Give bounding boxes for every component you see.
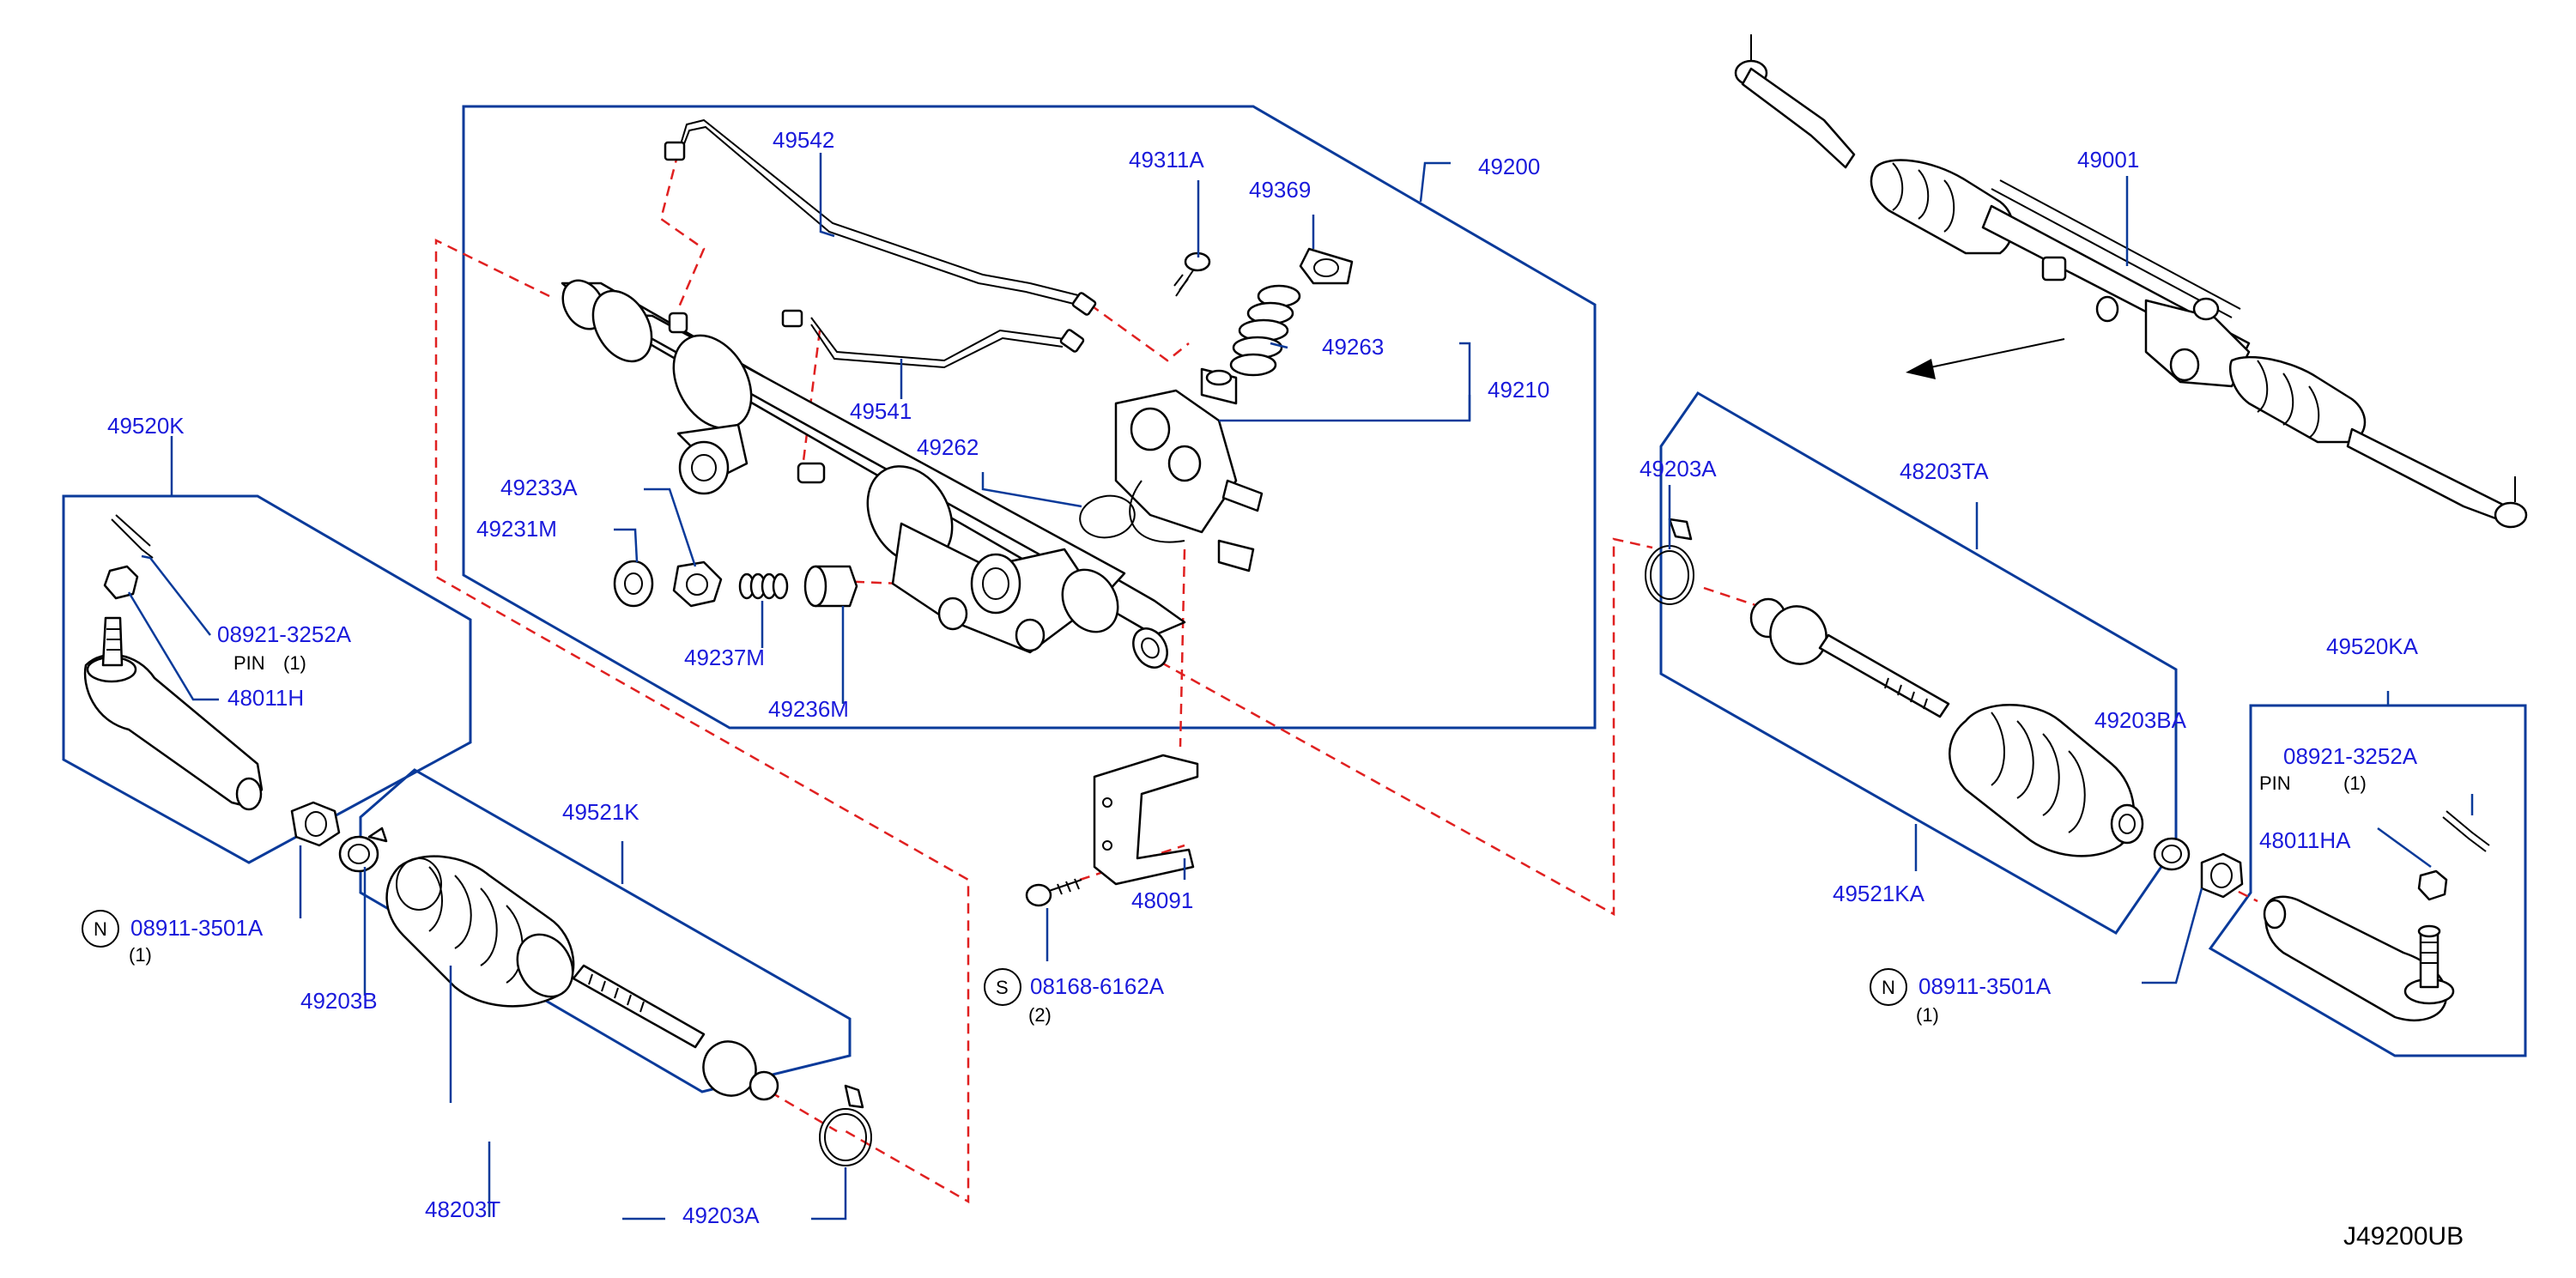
- pressure-hose-49542: [664, 118, 1097, 316]
- pin-qty-left: (1): [283, 652, 306, 674]
- label-49236m: 49236M: [768, 696, 849, 722]
- dust-boot-49263: [1229, 284, 1301, 377]
- nut-08911-3501a-right: [2200, 852, 2244, 899]
- label-48203ta: 48203TA: [1900, 458, 1989, 484]
- clamp-49203b: [338, 827, 388, 873]
- tie-rod-end-left-49520k: [83, 514, 264, 811]
- pin-08921-3252a-right: [2442, 810, 2490, 852]
- clamp-49203ba: [2153, 837, 2191, 871]
- leader-lines: [127, 153, 2474, 1220]
- label-49210: 49210: [1488, 377, 1549, 403]
- label-49262: 49262: [917, 434, 979, 460]
- label-49203a-right: 49203A: [1640, 456, 1717, 482]
- label-49001: 49001: [2077, 147, 2139, 173]
- label-49203a-left: 49203A: [682, 1202, 760, 1228]
- label-49369: 49369: [1249, 177, 1311, 203]
- n-symbol-left: [82, 910, 119, 948]
- inner-tie-rod-48203t: [572, 964, 779, 1101]
- diagram-id: J49200UB: [2343, 1222, 2464, 1251]
- label-49520k: 49520K: [107, 413, 185, 439]
- label-49521k: 49521K: [562, 799, 639, 825]
- inner-tie-rod-48203ta: [1749, 597, 1950, 718]
- bolt-49311a: [1173, 251, 1211, 297]
- label-08911-3501a-left: 08911-3501A: [130, 915, 264, 941]
- label-48203t: 48203T: [425, 1196, 500, 1222]
- n-symbol-right: [1870, 968, 1907, 1006]
- s-symbol: [984, 968, 1021, 1006]
- dash-sensor-to-bracket: [1179, 548, 1186, 748]
- frame-49521k-boot-left: [359, 768, 852, 1093]
- dash-hose-upper: [659, 152, 706, 310]
- plug-49236m: [803, 565, 858, 608]
- return-hose-49541: [781, 309, 1085, 369]
- label-48011ha: 48011HA: [2259, 827, 2351, 853]
- boot-49521ka: [1949, 704, 2144, 857]
- tie-rod-end-right-49520ka: [2263, 895, 2455, 1021]
- dash-right-clamp-to-rod: [1703, 586, 1782, 615]
- label-49237m: 49237M: [684, 645, 765, 670]
- label-49521ka: 49521KA: [1833, 881, 1925, 906]
- label-08921-3252a-left: 08921-3252A: [217, 621, 352, 647]
- frame-48203ta-boot-right: [1659, 391, 2178, 935]
- n-symbol-left-letter: N: [94, 918, 107, 940]
- label-49520ka: 49520KA: [2326, 633, 2419, 659]
- clip-49369: [1299, 247, 1354, 285]
- o-ring-49262: [1079, 494, 1136, 539]
- pin-label-left: PIN: [233, 652, 265, 674]
- dash-pipe-to-rack: [801, 330, 821, 469]
- label-49203ba: 49203BA: [2094, 707, 2187, 733]
- label-49311a: 49311A: [1129, 147, 1204, 173]
- pin-qty-right: (1): [2343, 772, 2367, 794]
- label-49542: 49542: [773, 127, 834, 153]
- rack-assembly-49001: [1734, 34, 2528, 529]
- label-49231m: 49231M: [476, 516, 557, 542]
- control-valve-49210: [1114, 367, 1264, 572]
- direction-arrow: [1906, 338, 2065, 379]
- qty-08168: (2): [1028, 1004, 1052, 1026]
- label-48011h: 48011H: [227, 685, 304, 711]
- bushing-49231m: [613, 560, 654, 608]
- bracket-48091: [1093, 754, 1199, 886]
- clamp-49203a-left: [819, 1084, 872, 1166]
- nut-49233a: [672, 560, 723, 608]
- label-49203b: 49203B: [300, 988, 378, 1014]
- bolt-08168-6162a: [1025, 878, 1082, 907]
- label-49541: 49541: [850, 398, 912, 424]
- dash-rack-right-block: [1145, 537, 1653, 917]
- label-48091: 48091: [1131, 887, 1193, 913]
- n-symbol-right-letter: N: [1882, 977, 1895, 998]
- frame-49520k-tie-rod-end-left: [62, 494, 472, 864]
- label-49263: 49263: [1322, 334, 1384, 360]
- frame-49200-rack-assembly: [462, 105, 1597, 730]
- s-symbol-letter: S: [996, 977, 1009, 998]
- boot-49521k: [385, 855, 575, 1008]
- label-08921-3252a-right: 08921-3252A: [2283, 743, 2418, 769]
- qty-08911-left: (1): [129, 944, 152, 966]
- dash-rack-left-block: [434, 238, 970, 1204]
- steering-rack-housing: [561, 279, 1186, 669]
- pin-label-right: PIN: [2259, 772, 2291, 794]
- dash-hose-lower: [1089, 303, 1190, 362]
- label-49233a: 49233A: [500, 475, 578, 500]
- label-49200: 49200: [1478, 154, 1540, 179]
- label-08168-6162a: 08168-6162A: [1030, 973, 1165, 999]
- label-08911-3501a-right: 08911-3501A: [1918, 973, 2052, 999]
- nut-48011ha: [2417, 869, 2448, 901]
- spring-49237m: [738, 572, 789, 600]
- frame-49520ka-tie-rod-end-right: [2208, 704, 2527, 1057]
- clamp-49203a-right: [1645, 518, 1694, 605]
- nut-08911-3501a-left: [290, 801, 341, 847]
- qty-08911-right: (1): [1916, 1004, 1939, 1026]
